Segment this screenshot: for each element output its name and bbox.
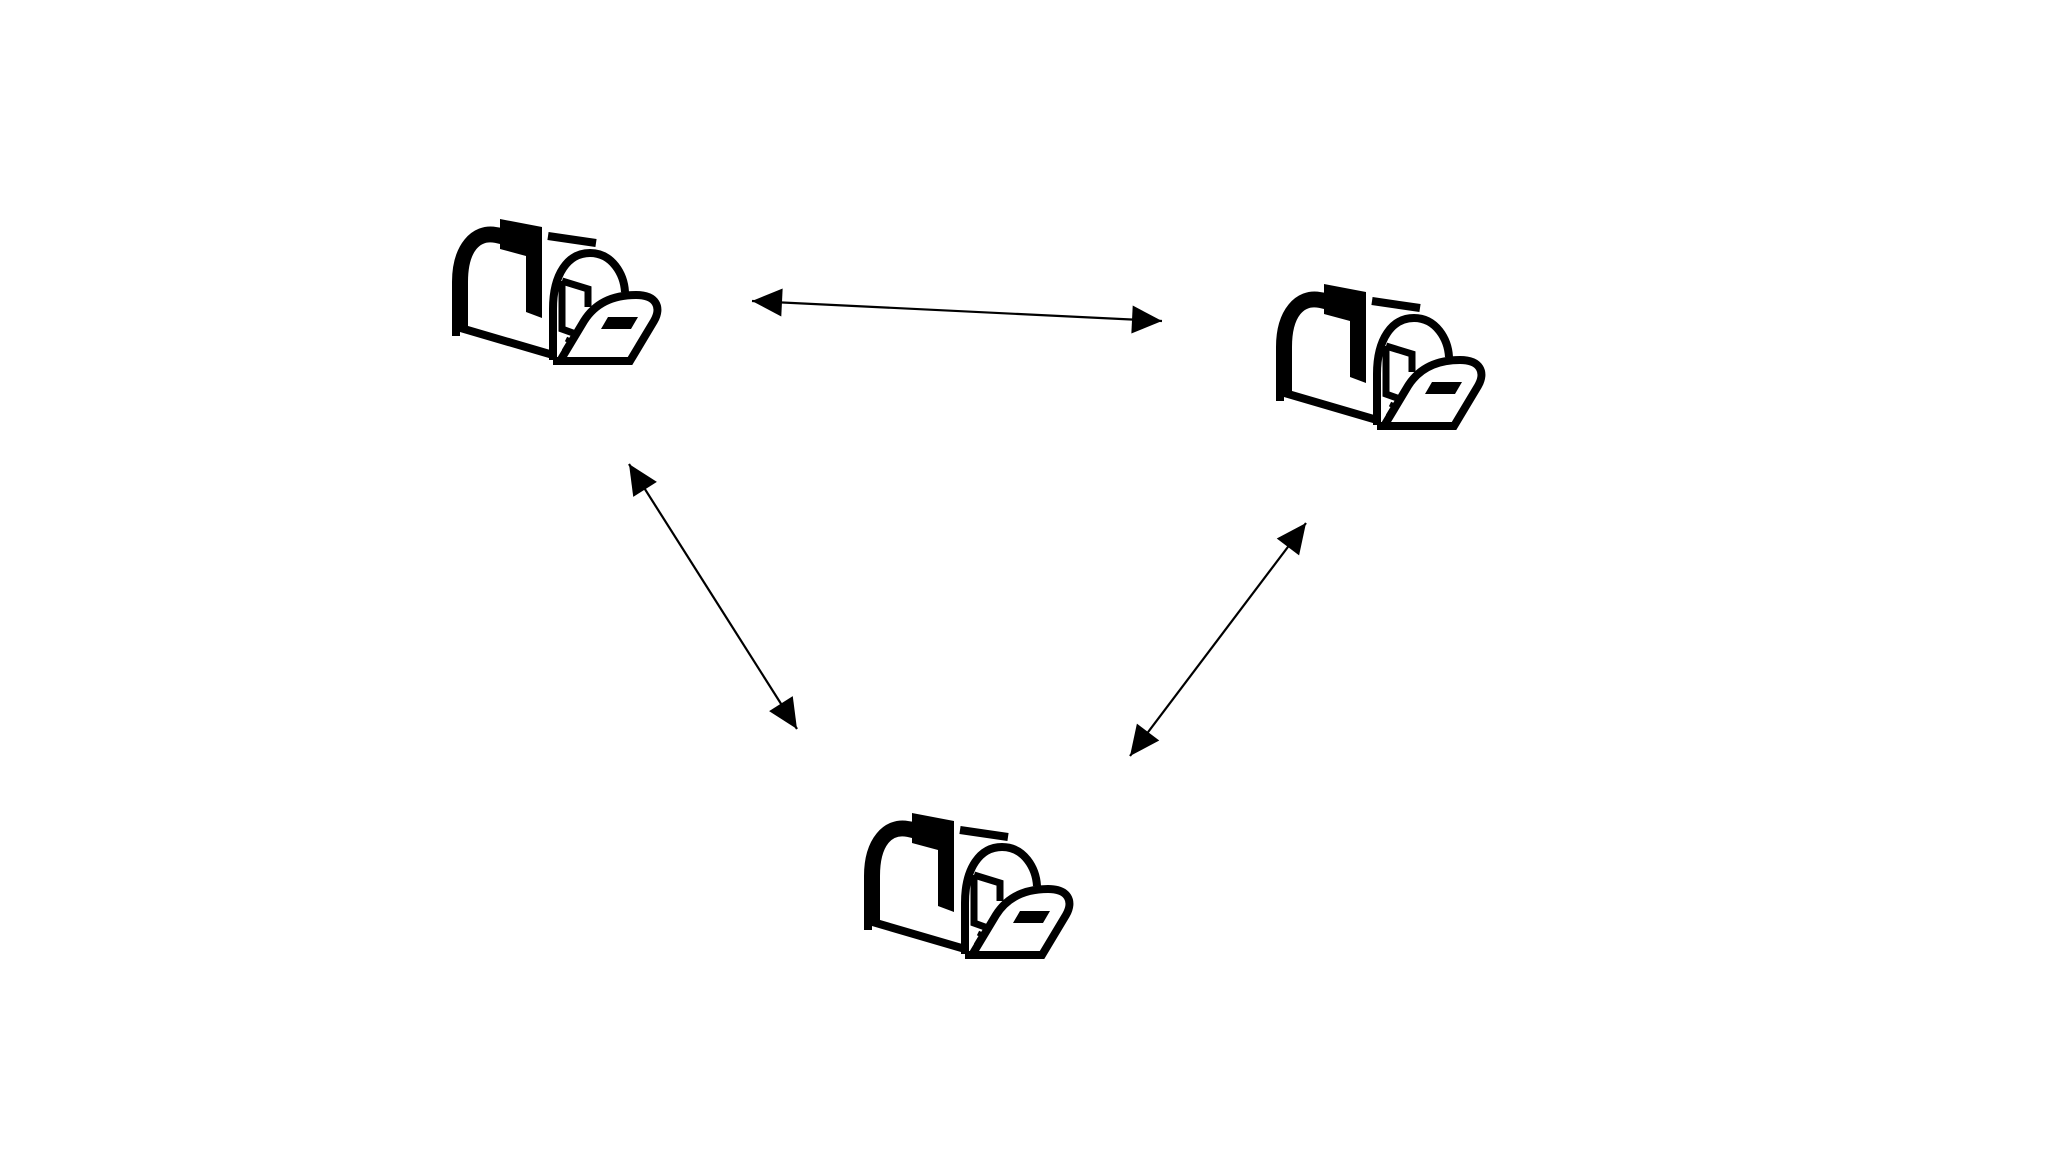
arrow-shaft [751,299,1163,323]
arrowhead [1130,723,1160,756]
arrowhead [1131,305,1162,334]
arrow-shaft [628,463,798,730]
bidirectional-arrow [1129,522,1307,757]
arrow-shaft [1129,522,1307,757]
bidirectional-arrow [751,288,1163,334]
mailbox-icon [868,813,1069,955]
arrowhead [1276,523,1306,556]
mailbox-icon [1280,284,1481,426]
arrowhead [769,696,797,729]
arrowhead [752,288,783,317]
mailbox-icon [456,219,657,361]
edges-layer [628,288,1307,757]
bidirectional-arrow [628,463,798,730]
arrowhead [629,464,657,497]
nodes-layer [456,219,1481,955]
